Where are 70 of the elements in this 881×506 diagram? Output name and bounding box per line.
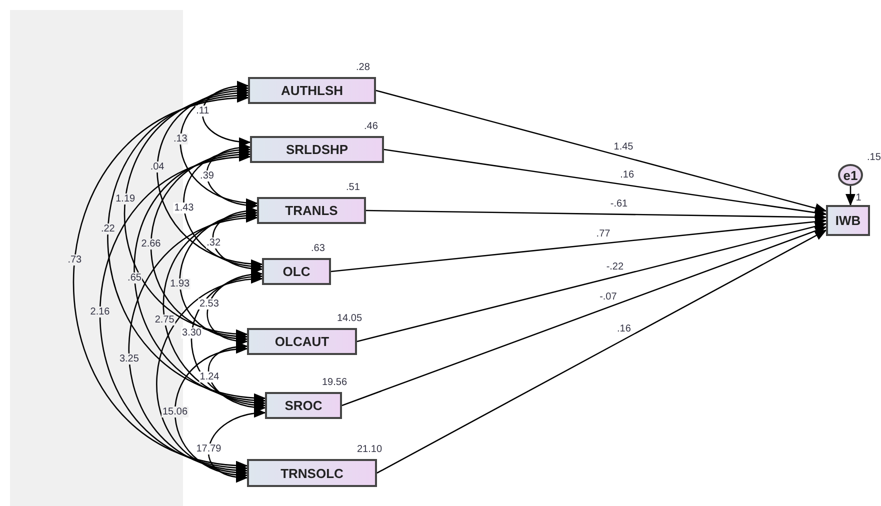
covariance-arrow xyxy=(208,342,266,412)
variance-value: 14.05 xyxy=(337,313,362,324)
variable-box: OLC xyxy=(262,258,331,285)
edge-label: .39 xyxy=(199,170,215,182)
edge-label: 1 xyxy=(854,192,862,203)
edge-label: .77 xyxy=(595,228,612,239)
edge-label: 2.75 xyxy=(154,314,176,326)
covariance-arrow xyxy=(100,153,251,472)
covariance-arrow xyxy=(124,89,249,338)
covariance-arrow xyxy=(183,146,263,271)
error-circle: e1 xyxy=(838,164,863,186)
variance-value: 21.10 xyxy=(357,444,382,455)
covariance-arrow xyxy=(179,209,258,343)
covariance-arrow xyxy=(162,212,266,407)
covariance-arrow xyxy=(174,344,248,480)
covariance-arrow xyxy=(180,84,258,208)
edge-label: .13 xyxy=(172,133,188,144)
covariance-arrow xyxy=(134,150,266,404)
edge-label: 2.53 xyxy=(198,298,220,310)
edge-label: -.22 xyxy=(605,261,625,272)
edge-label: 1.24 xyxy=(198,372,220,383)
variance-value: 19.56 xyxy=(322,377,348,388)
covariance-arrow xyxy=(108,92,266,402)
covariance-arrow xyxy=(73,94,249,470)
covariance-arrow xyxy=(206,143,258,210)
variable-box: SRLDSHP xyxy=(250,136,384,163)
edge-label: 1.45 xyxy=(612,141,634,152)
path-arrow xyxy=(376,90,827,213)
covariance-arrow xyxy=(156,275,263,477)
variable-box: SROC xyxy=(265,392,342,419)
covariance-arrow xyxy=(190,272,266,410)
covariance-arrow xyxy=(156,86,263,268)
covariance-arrow xyxy=(212,206,263,274)
edge-label: 1.43 xyxy=(173,202,195,214)
edge-label: -.61 xyxy=(609,198,629,210)
edge-label: -.07 xyxy=(598,292,618,303)
edge-label: .32 xyxy=(206,238,222,249)
edge-label: 17.79 xyxy=(195,444,222,455)
variance-value: .51 xyxy=(346,182,360,193)
covariance-arrow xyxy=(128,214,258,474)
variable-box: TRANLS xyxy=(257,197,366,224)
edge-label: 1.19 xyxy=(114,194,136,205)
edge-label: 2.16 xyxy=(89,306,111,318)
covariance-arrow xyxy=(208,408,266,482)
path-arrow xyxy=(330,216,827,272)
edge-label: 2.66 xyxy=(140,238,162,250)
edge-label: 15.06 xyxy=(161,406,189,418)
error-arrow xyxy=(846,186,856,206)
covariance-arrow xyxy=(206,270,263,346)
edge-label: 3.30 xyxy=(181,328,202,339)
variance-value: .28 xyxy=(356,62,370,73)
covariance-arrow xyxy=(202,82,251,146)
edge-label: .16 xyxy=(616,324,632,335)
variance-value: .63 xyxy=(311,243,325,254)
covariance-arrow xyxy=(150,148,251,340)
variable-box: OLCAUT xyxy=(247,328,357,355)
edge-label: 3.25 xyxy=(118,354,140,365)
variable-box: IWB xyxy=(826,205,870,236)
edge-label: .16 xyxy=(619,170,636,181)
variance-value: .46 xyxy=(364,121,378,132)
edge-label: 1.93 xyxy=(169,278,191,290)
variance-value: .15 xyxy=(867,152,881,163)
path-arrow xyxy=(356,222,827,342)
path-arrow xyxy=(342,226,827,406)
edge-label: .11 xyxy=(195,105,210,116)
path-arrow xyxy=(384,148,827,218)
path-arrow xyxy=(376,230,827,474)
variable-box: AUTHLSH xyxy=(248,77,376,104)
edge-label: .04 xyxy=(149,161,166,172)
variable-box: TRNSOLC xyxy=(247,459,377,487)
